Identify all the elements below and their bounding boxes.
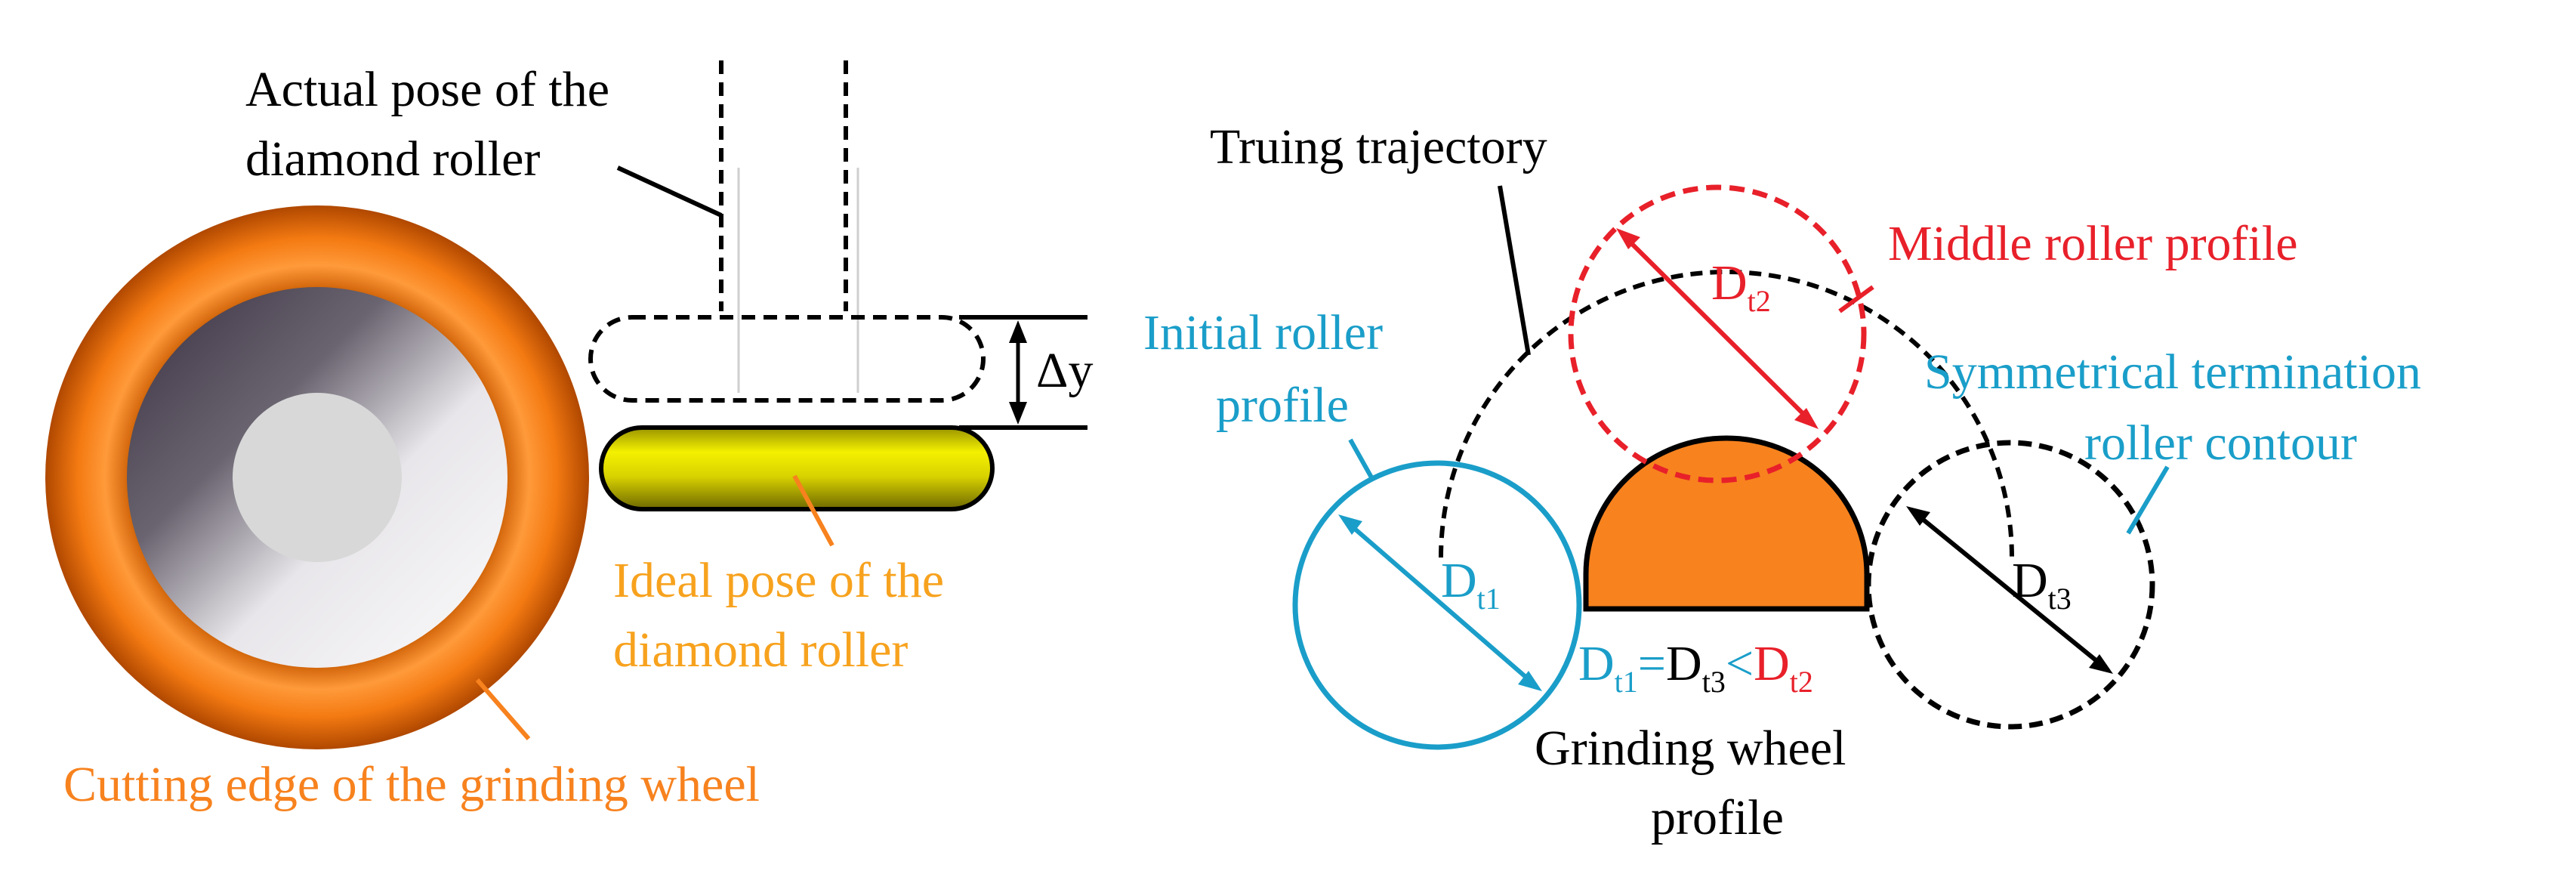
truing-trajectory-leader-line xyxy=(1498,185,1531,356)
grinding-wheel-profile-label-line1: Grinding wheel xyxy=(1535,721,1846,776)
delta-y-label: Δy xyxy=(1036,343,1093,398)
middle-roller-arrow-head xyxy=(1794,408,1819,429)
delta-y-arrow-head-up xyxy=(1009,320,1027,343)
termination-roller-diameter xyxy=(1911,508,2109,672)
dt2-label: Dt2 xyxy=(1711,255,1771,318)
dt3-subscript: t3 xyxy=(2048,582,2072,616)
actual-pose-leader-line xyxy=(616,165,723,218)
grinding-wheel-hub xyxy=(233,393,402,562)
truing-trajectory-label: Truing trajectory xyxy=(1210,119,1547,175)
dt1-label: Dt1 xyxy=(1441,553,1501,616)
cutting-edge-leader-line xyxy=(475,678,531,740)
delta-y-arrow-head-down xyxy=(1009,402,1027,425)
termination-roller-label-line2: roller contour xyxy=(2084,415,2357,471)
middle-roller-circle xyxy=(1568,184,1867,483)
actual-roller-pose-outline xyxy=(588,315,986,403)
initial-roller-label-line1: Initial roller xyxy=(1143,305,1383,360)
left-panel: Δy Actual pose of the diamond roller Ide… xyxy=(45,60,1093,812)
cutting-edge-label: Cutting edge of the grinding wheel xyxy=(63,757,760,812)
middle-roller-diameter xyxy=(1620,232,1815,425)
diameter-relation: Dt1=Dt3<Dt2 xyxy=(1578,636,1813,699)
termination-roller-arrow-head xyxy=(2089,654,2113,674)
initial-roller-circle xyxy=(1292,460,1582,750)
middle-roller-label: Middle roller profile xyxy=(1888,216,2298,271)
actual-pose-label-line2: diamond roller xyxy=(245,131,540,187)
initial-roller-label-line2: profile xyxy=(1216,378,1349,433)
termination-roller-circle xyxy=(1865,440,2155,730)
actual-pose-label-line1: Actual pose of the xyxy=(245,62,609,117)
ideal-roller-pose xyxy=(599,425,995,511)
initial-roller-arrow-head xyxy=(1518,671,1542,691)
grinding-wheel-profile-shape xyxy=(1583,435,1870,612)
ideal-pose-label-line1: Ideal pose of the xyxy=(613,553,944,608)
ideal-pose-leader-line xyxy=(792,474,835,547)
termination-roller-arrow-head xyxy=(1906,506,1930,526)
initial-roller-diameter xyxy=(1343,517,1538,688)
initial-roller-arrow-head xyxy=(1338,514,1362,535)
initial-roller-leader-line xyxy=(1348,438,1374,479)
grinding-wheel-profile-label-line2: profile xyxy=(1651,790,1784,845)
middle-roller-arrow-head xyxy=(1616,228,1640,249)
middle-roller-leader-line xyxy=(1838,285,1874,313)
dt1-subscript: t1 xyxy=(1477,582,1501,616)
truing-trajectory-arc xyxy=(1439,270,2014,558)
dt2-subscript: t2 xyxy=(1748,284,1771,318)
dt3-label: Dt3 xyxy=(2012,553,2072,616)
right-panel: Truing trajectory Middle roller profile … xyxy=(1143,119,2421,845)
termination-roller-label-line1: Symmetrical termination xyxy=(1924,344,2421,400)
termination-roller-leader-line xyxy=(2126,465,2170,535)
ideal-pose-label-line2: diamond roller xyxy=(613,622,908,678)
